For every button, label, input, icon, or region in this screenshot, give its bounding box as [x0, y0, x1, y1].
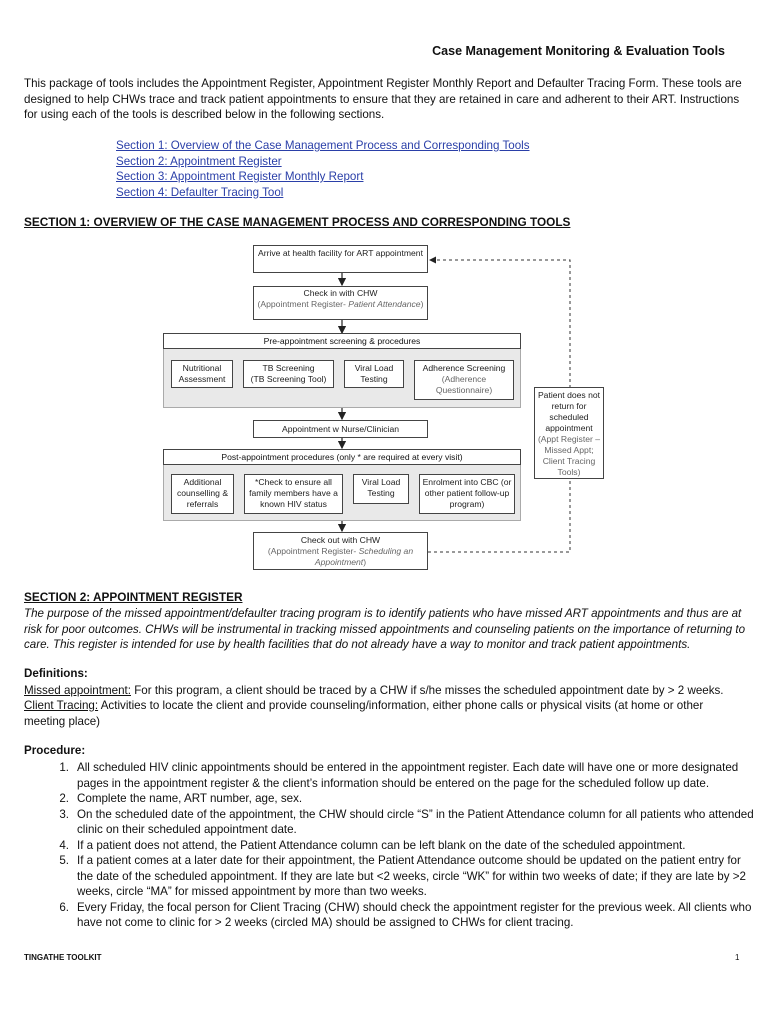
- procedure-list: 1.All scheduled HIV clinic appointments …: [24, 760, 754, 931]
- toc-link-section-2[interactable]: Section 2: Appointment Register: [116, 154, 282, 168]
- list-item: 6.Every Friday, the focal person for Cli…: [59, 900, 752, 930]
- section-2-purpose: The purpose of the missed appointment/de…: [24, 607, 746, 651]
- step-additional-counselling: Additional counselling & referrals: [171, 474, 234, 514]
- section-2-heading: SECTION 2: APPOINTMENT REGISTER: [24, 590, 243, 604]
- section-1-heading: SECTION 1: OVERVIEW OF THE CASE MANAGEME…: [24, 215, 571, 229]
- document-title: Case Management Monitoring & Evaluation …: [432, 44, 725, 58]
- page-number: 1: [735, 953, 740, 962]
- step-cbc-enrolment: Enrolment into CBC (or other patient fol…: [419, 474, 515, 514]
- step-tb-screening: TB Screening (TB Screening Tool): [243, 360, 334, 388]
- step-adherence-screening: Adherence Screening (Adherence Questionn…: [414, 360, 514, 400]
- footer-toolkit-name: TINGATHE TOOLKIT: [24, 953, 102, 962]
- step-nutrition: Nutritional Assessment: [171, 360, 233, 388]
- step-viral-load-post: Viral Load Testing: [353, 474, 409, 504]
- toc-link-section-3[interactable]: Section 3: Appointment Register Monthly …: [116, 170, 364, 183]
- intro-paragraph: This package of tools includes the Appoi…: [24, 77, 742, 121]
- step-arrive: Arrive at health facility for ART appoin…: [253, 245, 428, 273]
- step-checkin: Check in with CHW (Appointment Register-…: [253, 286, 428, 320]
- list-item: 3.On the scheduled date of the appointme…: [59, 807, 754, 837]
- list-item: 5.If a patient comes at a later date for…: [59, 854, 746, 898]
- list-item: 1.All scheduled HIV clinic appointments …: [59, 761, 739, 790]
- definitions-heading: Definitions:: [24, 667, 88, 680]
- toc-link-section-1[interactable]: Section 1: Overview of the Case Manageme…: [116, 139, 530, 152]
- post-appointment-header: Post-appointment procedures (only * are …: [163, 449, 521, 465]
- procedure-heading: Procedure:: [24, 744, 86, 757]
- step-family-hiv-status: *Check to ensure all family members have…: [244, 474, 343, 514]
- list-item: 2.Complete the name, ART number, age, se…: [59, 792, 303, 805]
- step-appointment: Appointment w Nurse/Clinician: [253, 420, 428, 438]
- pre-appointment-header: Pre-appointment screening & procedures: [163, 333, 521, 349]
- definition-client-tracing: Client Tracing: Activities to locate the…: [24, 699, 704, 728]
- step-viral-load-pre: Viral Load Testing: [344, 360, 404, 388]
- toc-link-section-4[interactable]: Section 4: Defaulter Tracing Tool: [116, 185, 284, 199]
- definition-missed-appointment: Missed appointment: For this program, a …: [24, 684, 724, 697]
- table-of-contents: Section 1: Overview of the Case Manageme…: [116, 138, 530, 200]
- list-item: 4.If a patient does not attend, the Pati…: [59, 838, 686, 852]
- step-checkout: Check out with CHW (Appointment Register…: [253, 532, 428, 570]
- step-patient-no-return: Patient does not return for scheduled ap…: [534, 387, 604, 479]
